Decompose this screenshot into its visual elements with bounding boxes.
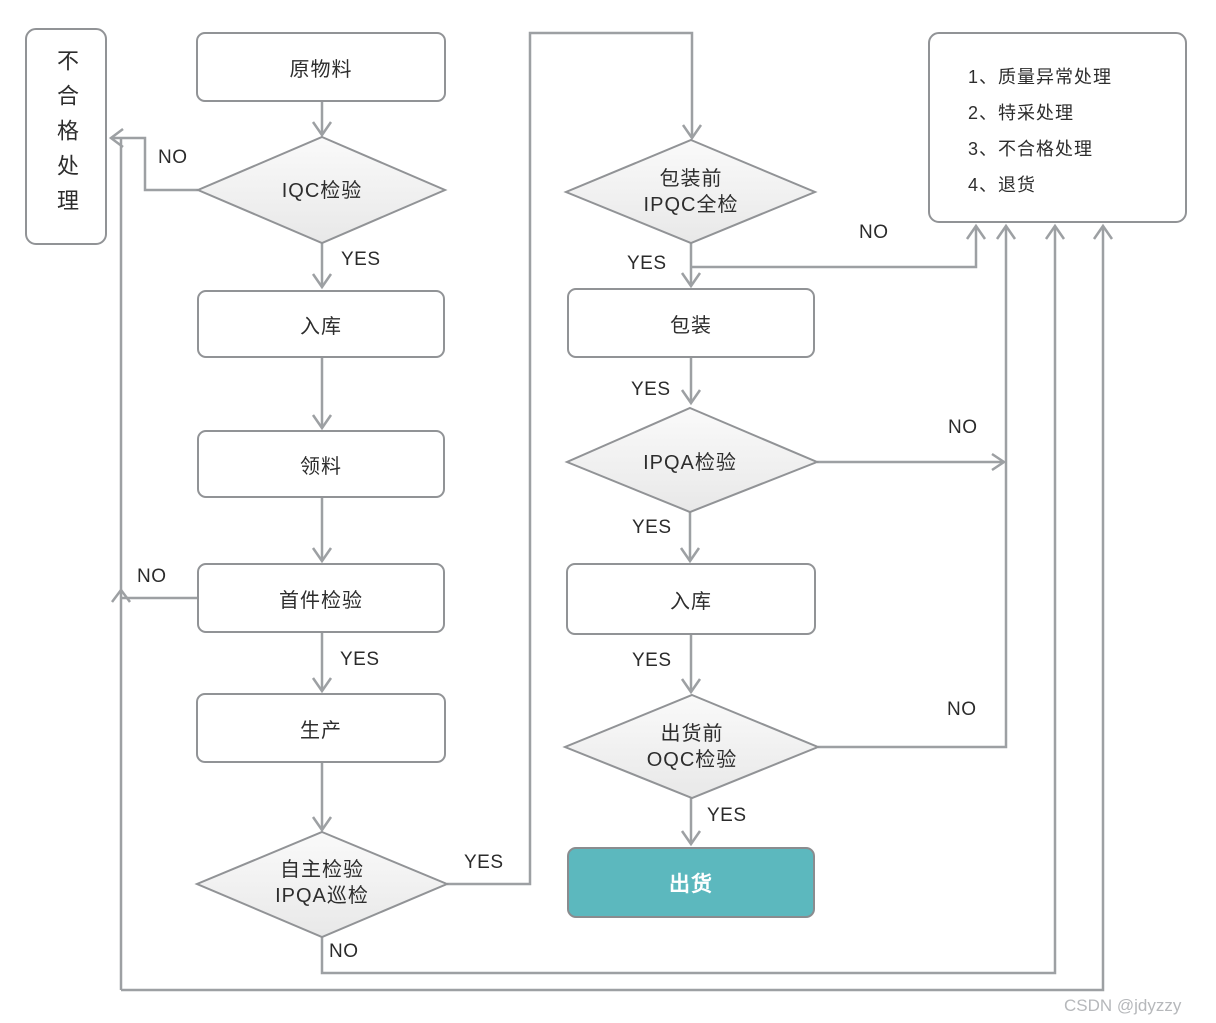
branch-label-firstarticle-yes: YES: [340, 649, 380, 670]
arrow-down-icon: [311, 273, 333, 290]
arrow-down-icon: [311, 816, 333, 833]
node-raw-material: 原物料: [196, 32, 446, 102]
handling-option-2: 2、特采处理: [968, 103, 1075, 123]
node-shipment: 出货: [567, 847, 815, 918]
branch-label-packing-yes: YES: [631, 379, 671, 400]
node-production-label: 生产: [300, 719, 342, 742]
arrow-down-icon: [311, 121, 333, 138]
arrow-down-icon: [681, 124, 703, 141]
arrow-up-icon: [965, 223, 987, 240]
arrow-left-icon: [108, 128, 124, 148]
arrow-up-icon: [995, 223, 1017, 240]
branch-label-ipqa-no: NO: [948, 417, 978, 438]
arrow-down-icon: [680, 830, 702, 847]
node-shipment-label: 出货: [669, 872, 713, 896]
node-production: 生产: [196, 693, 446, 763]
csdn-watermark: CSDN @jdyzzy: [1064, 996, 1182, 1015]
edge-iqc-no-to-nonconforming: [113, 136, 198, 192]
edge-bottom-loop-to-options: [121, 228, 1105, 992]
edge-selfcheck-yes-to-ipqc: [447, 31, 694, 886]
arrow-down-icon: [680, 678, 702, 695]
branch-label-warehouse2-yes: YES: [632, 650, 672, 671]
arrow-up-icon: [1044, 223, 1066, 240]
branch-label-selfcheck-no: NO: [329, 941, 359, 962]
node-warehouse-in-2-label: 入库: [670, 590, 712, 613]
edge-selfcheck-no-to-options: [320, 228, 1057, 975]
handling-option-1: 1、质量异常处理: [968, 67, 1113, 87]
branch-label-ipqa-yes: YES: [632, 517, 672, 538]
node-nonconforming-handling: 不合格处理: [25, 28, 107, 245]
arrow-down-icon: [311, 414, 333, 431]
node-warehouse-in-1-label: 入库: [300, 315, 342, 338]
arrow-up-icon: [1092, 223, 1114, 240]
arrow-up-icon: [111, 587, 131, 603]
branch-label-firstarticle-no: NO: [137, 566, 167, 587]
node-raw-material-label: 原物料: [289, 58, 353, 81]
branch-label-iqc-no: NO: [158, 147, 188, 168]
diamond-ipqa-inspection: [564, 406, 820, 514]
arrow-down-icon: [679, 547, 701, 564]
node-handling-options: 1、质量异常处理 2、特采处理 3、不合格处理 4、退货: [928, 32, 1187, 223]
edge-ipqc-no-to-options: [691, 228, 978, 269]
node-material-picking-label: 领料: [300, 455, 342, 478]
arrow-down-icon: [680, 272, 702, 289]
node-nonconforming-handling-label: 不合格处理: [54, 49, 79, 224]
arrow-down-icon: [680, 389, 702, 406]
node-first-article-inspection-label: 首件检验: [279, 589, 363, 612]
node-material-picking: 领料: [197, 430, 445, 498]
node-first-article-inspection: 首件检验: [197, 563, 445, 633]
handling-option-4: 4、退货: [968, 175, 1037, 195]
branch-label-ipqc-no: NO: [859, 222, 889, 243]
arrowheads: [108, 121, 1114, 847]
branch-label-iqc-yes: YES: [341, 249, 381, 270]
diamond-pre-ship-oqc-inspection: [562, 693, 821, 800]
node-warehouse-in-1: 入库: [197, 290, 445, 358]
arrow-right-icon: [991, 452, 1007, 472]
decision-diamonds: [194, 135, 821, 939]
branch-label-oqc-no: NO: [947, 699, 977, 720]
edges: [113, 31, 1105, 992]
diamond-self-inspection: [194, 830, 450, 939]
arrow-down-icon: [311, 677, 333, 694]
node-warehouse-in-2: 入库: [566, 563, 816, 635]
diamond-iqc-inspection: [195, 135, 448, 245]
branch-label-ipqc-yes: YES: [627, 253, 667, 274]
node-packing-label: 包装: [670, 314, 712, 337]
arrow-down-icon: [311, 547, 333, 564]
node-packing: 包装: [567, 288, 815, 358]
handling-option-3: 3、不合格处理: [968, 139, 1094, 159]
diamond-pre-packing-inspection: [563, 138, 818, 245]
branch-label-oqc-yes: YES: [707, 805, 747, 826]
branch-label-selfcheck-yes: YES: [464, 852, 504, 873]
edge-oqc-no-to-options: [818, 228, 1008, 749]
